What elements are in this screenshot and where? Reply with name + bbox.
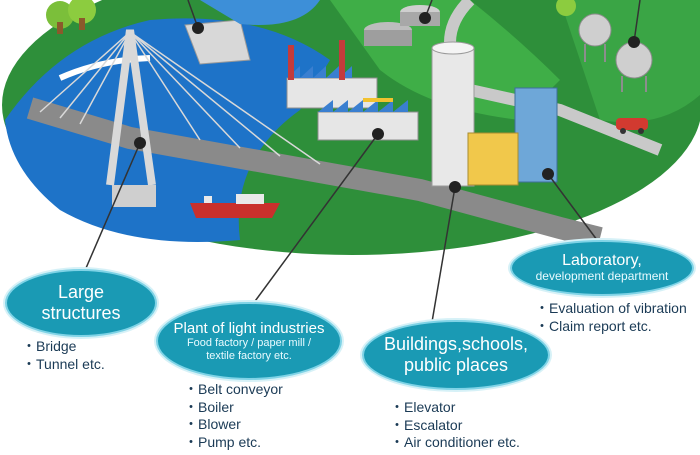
gas-spheres (578, 13, 653, 92)
list-item: Escalator (390, 417, 520, 435)
laboratory-sub: development department (535, 269, 669, 284)
leader-line-spheres (633, 0, 641, 43)
bubble-buildings: Buildings,schools, public places (362, 320, 550, 390)
bubble-light-industries: Plant of light industries Food factory /… (156, 302, 342, 380)
office-tower (431, 41, 475, 187)
list-item: Claim report etc. (535, 318, 687, 336)
road-main (26, 97, 603, 249)
marker-dot-dam (192, 22, 204, 34)
list-item: Boiler (184, 399, 283, 417)
marker-dot-bridge (134, 137, 146, 149)
light-industries-sub-2: textile factory etc. (206, 349, 292, 362)
list-item: Evaluation of vibration (535, 300, 687, 318)
list-laboratory: Evaluation of vibration Claim report etc… (535, 300, 687, 335)
bubble-laboratory: Laboratory, development department (510, 240, 694, 296)
leader-line-large (79, 142, 141, 283)
marker-dot-lab (542, 168, 554, 180)
list-large-structures: Bridge Tunnel etc. (22, 338, 105, 373)
bubble-large-structures: Large structures (5, 269, 157, 337)
glass-building (514, 87, 558, 183)
light-industries-sub-1: Food factory / paper mill / (186, 336, 312, 349)
marker-dot-tanks (419, 12, 431, 24)
list-item: Blower (184, 416, 283, 434)
river-water (5, 18, 330, 243)
car (616, 118, 648, 134)
ship (190, 194, 280, 218)
large-structures-title-2: structures (41, 303, 121, 323)
list-item: Bridge (22, 338, 105, 356)
cable-bridge (39, 29, 321, 207)
laboratory-title: Laboratory, (562, 251, 642, 269)
list-item: Elevator (390, 399, 520, 417)
marker-dot-tower (449, 181, 461, 193)
list-item: Pump etc. (184, 434, 283, 452)
buildings-title-1: Buildings,schools, (383, 334, 529, 355)
list-item: Air conditioner etc. (390, 434, 520, 452)
leader-line-buildings (431, 186, 456, 323)
list-item: Belt conveyor (184, 381, 283, 399)
dam-lake (200, 0, 320, 25)
river-shore (58, 55, 151, 81)
trees (46, 0, 576, 34)
large-structures-title-1: Large (57, 282, 105, 303)
leader-line-industries (249, 133, 379, 309)
list-item: Tunnel etc. (22, 356, 105, 374)
list-buildings: Elevator Escalator Air conditioner etc. (390, 399, 520, 452)
school-building (467, 132, 519, 186)
light-industries-title: Plant of light industries (173, 319, 325, 337)
factory-buildings (286, 40, 419, 141)
buildings-title-2: public places (403, 355, 509, 375)
list-light-industries: Belt conveyor Boiler Blower Pump etc. (184, 381, 283, 451)
leader-line-laboratory (547, 173, 601, 245)
marker-dot-spheres (628, 36, 640, 48)
marker-dot-factory (372, 128, 384, 140)
